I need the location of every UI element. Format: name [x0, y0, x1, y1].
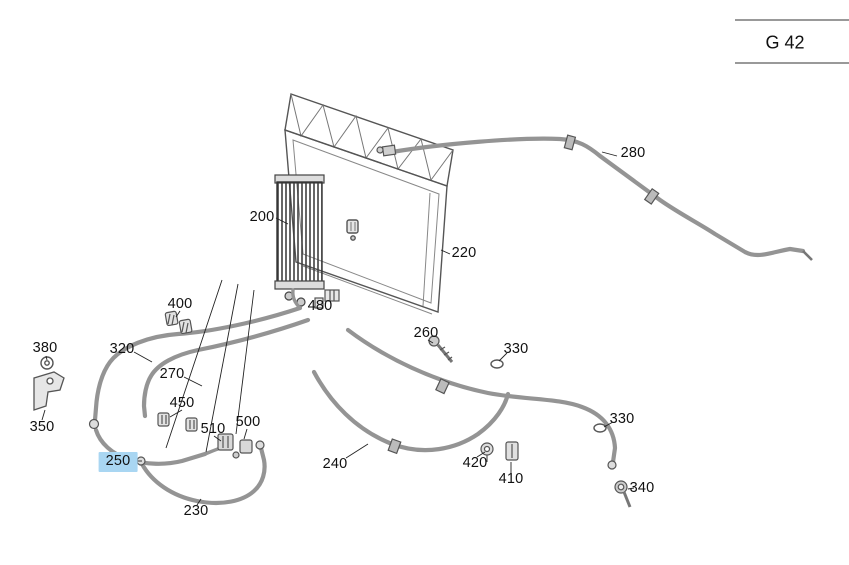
part-label-450[interactable]: 450 [169, 395, 195, 412]
hose-270 [141, 317, 311, 419]
reference-lines [735, 19, 849, 64]
clamp-450a [157, 412, 170, 427]
clamps [157, 310, 198, 432]
hose-320 [92, 305, 303, 423]
grommet-420 [480, 442, 494, 462]
hose-230 [139, 445, 267, 506]
part-label-400[interactable]: 400 [167, 296, 193, 313]
part-label-380[interactable]: 380 [32, 340, 58, 357]
part-label-200[interactable]: 200 [249, 209, 275, 226]
part-label-350[interactable]: 350 [29, 419, 55, 436]
fittings [88, 134, 813, 470]
valve-parts [217, 433, 253, 459]
leader-lines [41, 151, 635, 506]
part-label-270[interactable]: 270 [159, 366, 185, 383]
screw-260 [428, 335, 454, 363]
hose-240 [311, 369, 511, 453]
part-label-330-upper[interactable]: 330 [503, 341, 529, 358]
clamp-400b [178, 318, 193, 335]
bracket-410 [505, 441, 519, 461]
clamp-400a [164, 310, 179, 327]
part-label-230[interactable]: 230 [183, 503, 209, 520]
part-label-500[interactable]: 500 [235, 414, 261, 431]
part-label-480[interactable]: 480 [307, 298, 333, 315]
washer-380 [40, 356, 54, 370]
clamp-450b [185, 417, 198, 432]
bracket-480 [314, 289, 340, 309]
part-label-340[interactable]: 340 [629, 480, 655, 497]
part-label-260[interactable]: 260 [413, 325, 439, 342]
part-label-280[interactable]: 280 [620, 145, 646, 162]
part-label-250-selected[interactable]: 250 [98, 452, 138, 472]
hoses [92, 136, 806, 506]
hose-280 [389, 136, 806, 258]
part-label-410[interactable]: 410 [498, 471, 524, 488]
figure-group-code: G 42 [765, 32, 805, 53]
part-label-220[interactable]: 220 [451, 245, 477, 262]
radiator-assembly [284, 93, 454, 315]
seal-rings [490, 359, 607, 433]
bracket-350 [33, 371, 65, 411]
hose-return [345, 327, 618, 465]
hose-cooler-stub [291, 288, 302, 310]
part-label-330-lower[interactable]: 330 [609, 411, 635, 428]
oil-cooler [274, 174, 325, 307]
part-label-240[interactable]: 240 [322, 456, 348, 473]
bolt-340 [614, 480, 632, 508]
part-label-510[interactable]: 510 [200, 421, 226, 438]
part-label-320[interactable]: 320 [109, 341, 135, 358]
part-label-420[interactable]: 420 [462, 455, 488, 472]
